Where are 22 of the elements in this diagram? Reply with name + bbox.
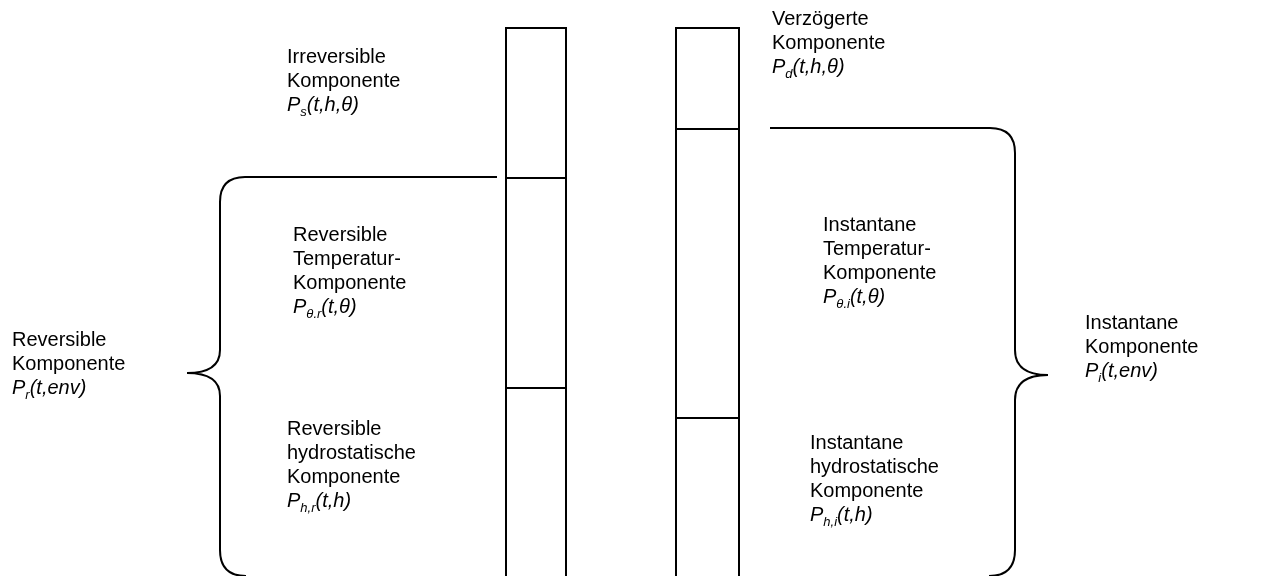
component-label: Reversible hydrostatische Komponente <box>287 416 417 488</box>
component-label: Reversible Temperatur-Komponente <box>293 222 408 294</box>
formula-label: P$_{d}$(t,h,θ) <box>772 54 845 83</box>
group-label: Instantane Komponente <box>1085 310 1200 358</box>
formula-label: P$_{s}$(t,h,θ) <box>287 92 359 121</box>
formula-label: P$_{h,r}$(t,h) <box>287 488 352 517</box>
formula-label: P$_{r}$(t,env) <box>12 375 87 404</box>
bar-segment <box>675 417 740 576</box>
bar-segment <box>505 177 567 389</box>
group-label: Reversible Komponente <box>12 327 127 375</box>
bar-segment <box>675 128 740 419</box>
formula-label: P$_{θ.r}$(t,θ) <box>293 294 357 323</box>
formula-label: P$_{i}$(t,env) <box>1085 358 1158 387</box>
component-label: Verzögerte Komponente <box>772 6 887 54</box>
bar-segment <box>505 387 567 576</box>
bar-segment <box>675 27 740 130</box>
formula-label: P$_{h,i}$(t,h) <box>810 502 873 531</box>
component-label: Instantane Temperatur-Komponente <box>823 212 938 284</box>
bar-segment <box>505 27 567 179</box>
component-label: Irreversible Komponente <box>287 44 402 92</box>
component-label: Instantane hydrostatische Komponente <box>810 430 940 502</box>
formula-label: P$_{θ.i}$(t,θ) <box>823 284 886 313</box>
